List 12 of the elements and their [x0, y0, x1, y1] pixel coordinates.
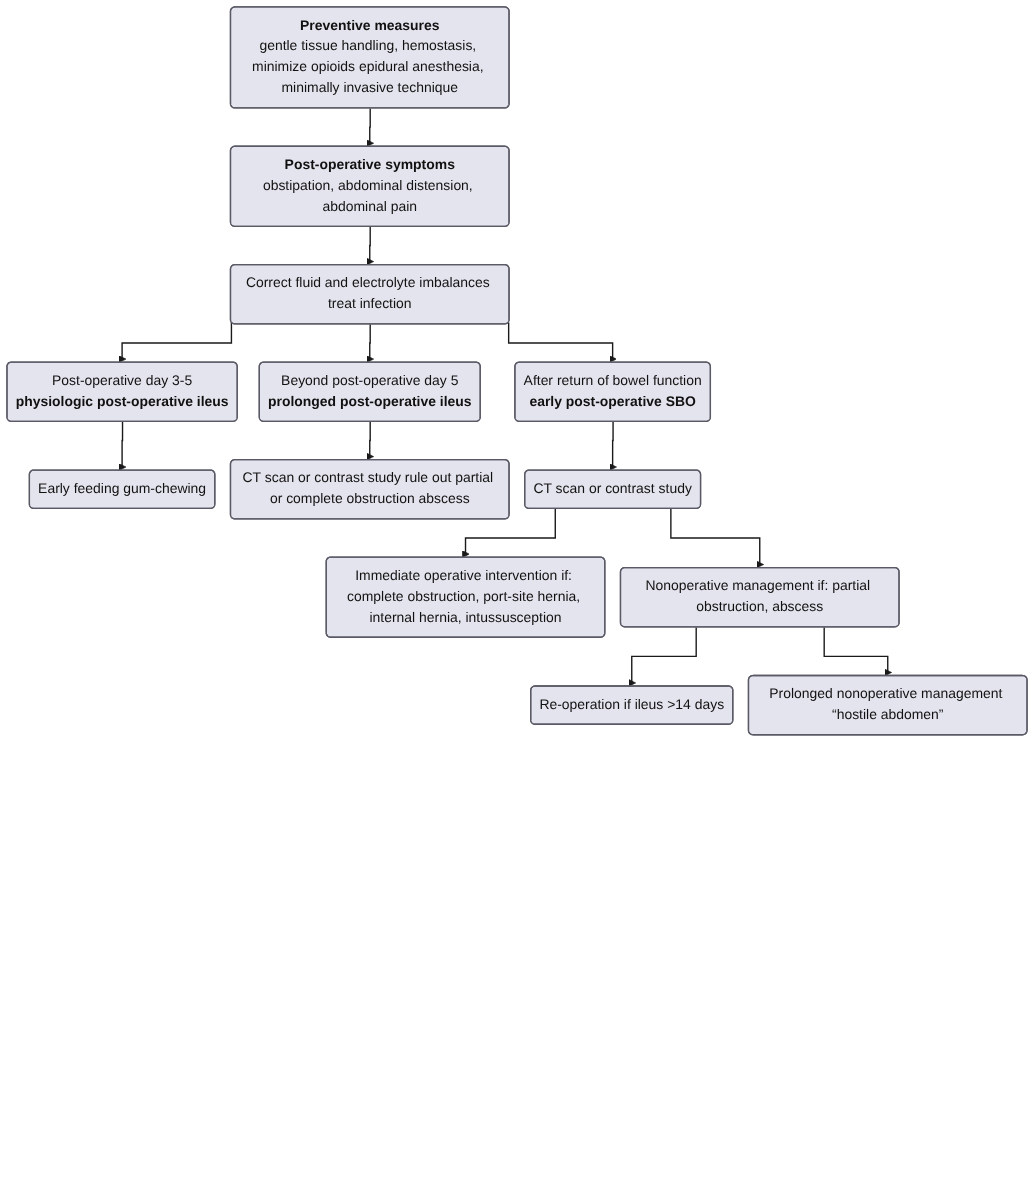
arrow — [462, 508, 556, 558]
arrow — [366, 226, 374, 266]
arrow — [670, 508, 764, 569]
arrow — [118, 321, 233, 363]
arrow — [823, 626, 892, 677]
arrow — [628, 626, 697, 687]
arrow — [118, 421, 127, 471]
arrow — [366, 107, 374, 148]
arrow — [609, 421, 617, 471]
arrow — [366, 323, 374, 363]
arrow — [366, 421, 374, 461]
arrow — [507, 321, 617, 363]
